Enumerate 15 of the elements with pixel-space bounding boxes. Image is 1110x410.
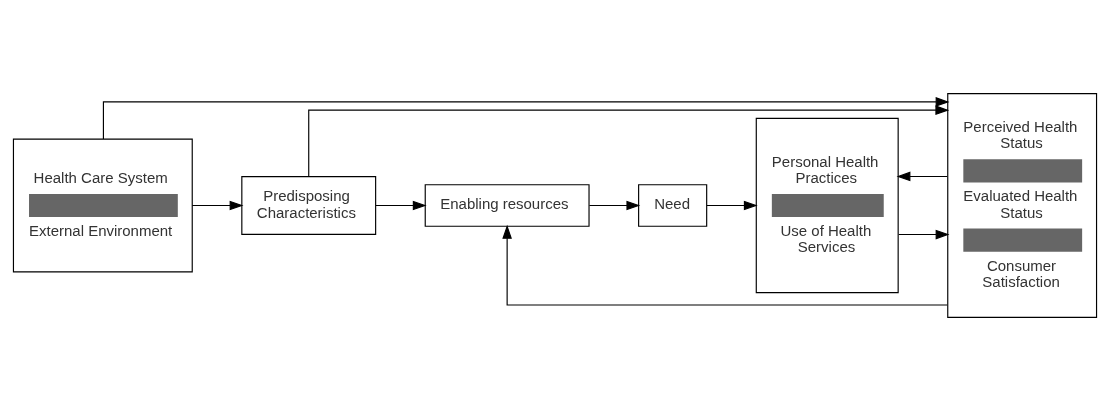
node-box: Personal Health Practices Use of Health Services <box>755 117 899 293</box>
node-box: Enabling resources <box>424 183 590 227</box>
arrow <box>706 200 758 210</box>
arrow <box>896 171 948 181</box>
arrow <box>102 96 950 140</box>
node-box: Perceived Health Status Evaluated Health Status Consumer Satisfaction <box>947 92 1098 318</box>
node-box: Health Care System External Environment <box>12 138 193 272</box>
node-box: Need <box>638 183 708 227</box>
arrow <box>191 200 244 210</box>
arrow <box>898 229 950 239</box>
arrow <box>502 224 948 306</box>
arrow <box>375 200 427 210</box>
arrow <box>308 104 950 177</box>
node-box: Predisposing Characteristics <box>241 175 377 235</box>
arrow <box>588 200 641 210</box>
